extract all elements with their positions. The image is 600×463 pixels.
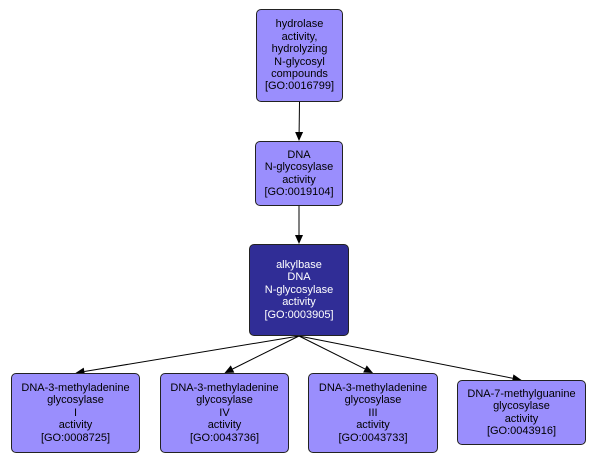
node-label-line: activity bbox=[58, 419, 93, 432]
edge-n0003905-n0043733 bbox=[298, 335, 366, 370]
node-label-line: DNA-3-methyladenine bbox=[318, 381, 428, 394]
node-label-line: activity bbox=[356, 419, 390, 432]
node-label-line: compounds bbox=[271, 67, 328, 80]
node-label-line: glycosylase bbox=[344, 394, 402, 407]
node-label-line: glycosylase bbox=[493, 400, 550, 413]
node-label-line: DNA bbox=[287, 148, 311, 161]
node-label-line: hydrolyzing bbox=[271, 43, 328, 56]
edge-n0003905-n0043736 bbox=[232, 335, 300, 370]
arrowhead-icon bbox=[295, 235, 303, 244]
node-label-line: [GO:0043916] bbox=[486, 424, 557, 437]
arrowhead-icon bbox=[363, 365, 373, 373]
node-label-line: activity bbox=[207, 419, 242, 432]
node-label-line: [GO:0043733] bbox=[338, 431, 408, 444]
node-label-line: DNA-3-methyladenine bbox=[21, 381, 130, 394]
node-label-line: DNA bbox=[287, 271, 311, 284]
node-label-line: alkylbase bbox=[276, 258, 322, 271]
edge-n0003905-n0043916 bbox=[298, 335, 513, 379]
node-label-line: [GO:0016799] bbox=[264, 80, 335, 93]
node-label-line: [GO:0008725] bbox=[40, 431, 111, 444]
node-label-line: [GO:0003905] bbox=[264, 308, 334, 321]
node-label-line: glycosylase bbox=[196, 394, 253, 407]
node-label-line: [GO:0043736] bbox=[189, 431, 260, 444]
node-label-line: activity bbox=[282, 173, 316, 186]
node-label-line: glycosylase bbox=[47, 394, 104, 407]
node-label-line: activity, bbox=[281, 30, 318, 43]
node-label-line: [GO:0019104] bbox=[264, 185, 334, 198]
arrowhead-icon bbox=[224, 365, 235, 373]
node-label-line: I bbox=[73, 406, 78, 419]
node-label-line: N-glycosyl bbox=[274, 55, 325, 68]
node-label-line: N-glycosylase bbox=[264, 161, 334, 174]
node-label-line: activity bbox=[282, 296, 316, 309]
node-label-line: activity bbox=[504, 412, 539, 425]
node-label-line: DNA-3-methyladenine bbox=[170, 381, 279, 394]
edge-n0003905-n0008725 bbox=[84, 335, 300, 373]
node-label-line: hydrolase bbox=[275, 18, 324, 31]
node-label-line: N-glycosylase bbox=[264, 283, 334, 296]
node-label-line: III bbox=[368, 406, 378, 419]
node-label-line: DNA-7-methylguanine bbox=[467, 387, 576, 400]
arrowhead-icon bbox=[295, 131, 304, 141]
node-label-line: IV bbox=[219, 406, 230, 419]
